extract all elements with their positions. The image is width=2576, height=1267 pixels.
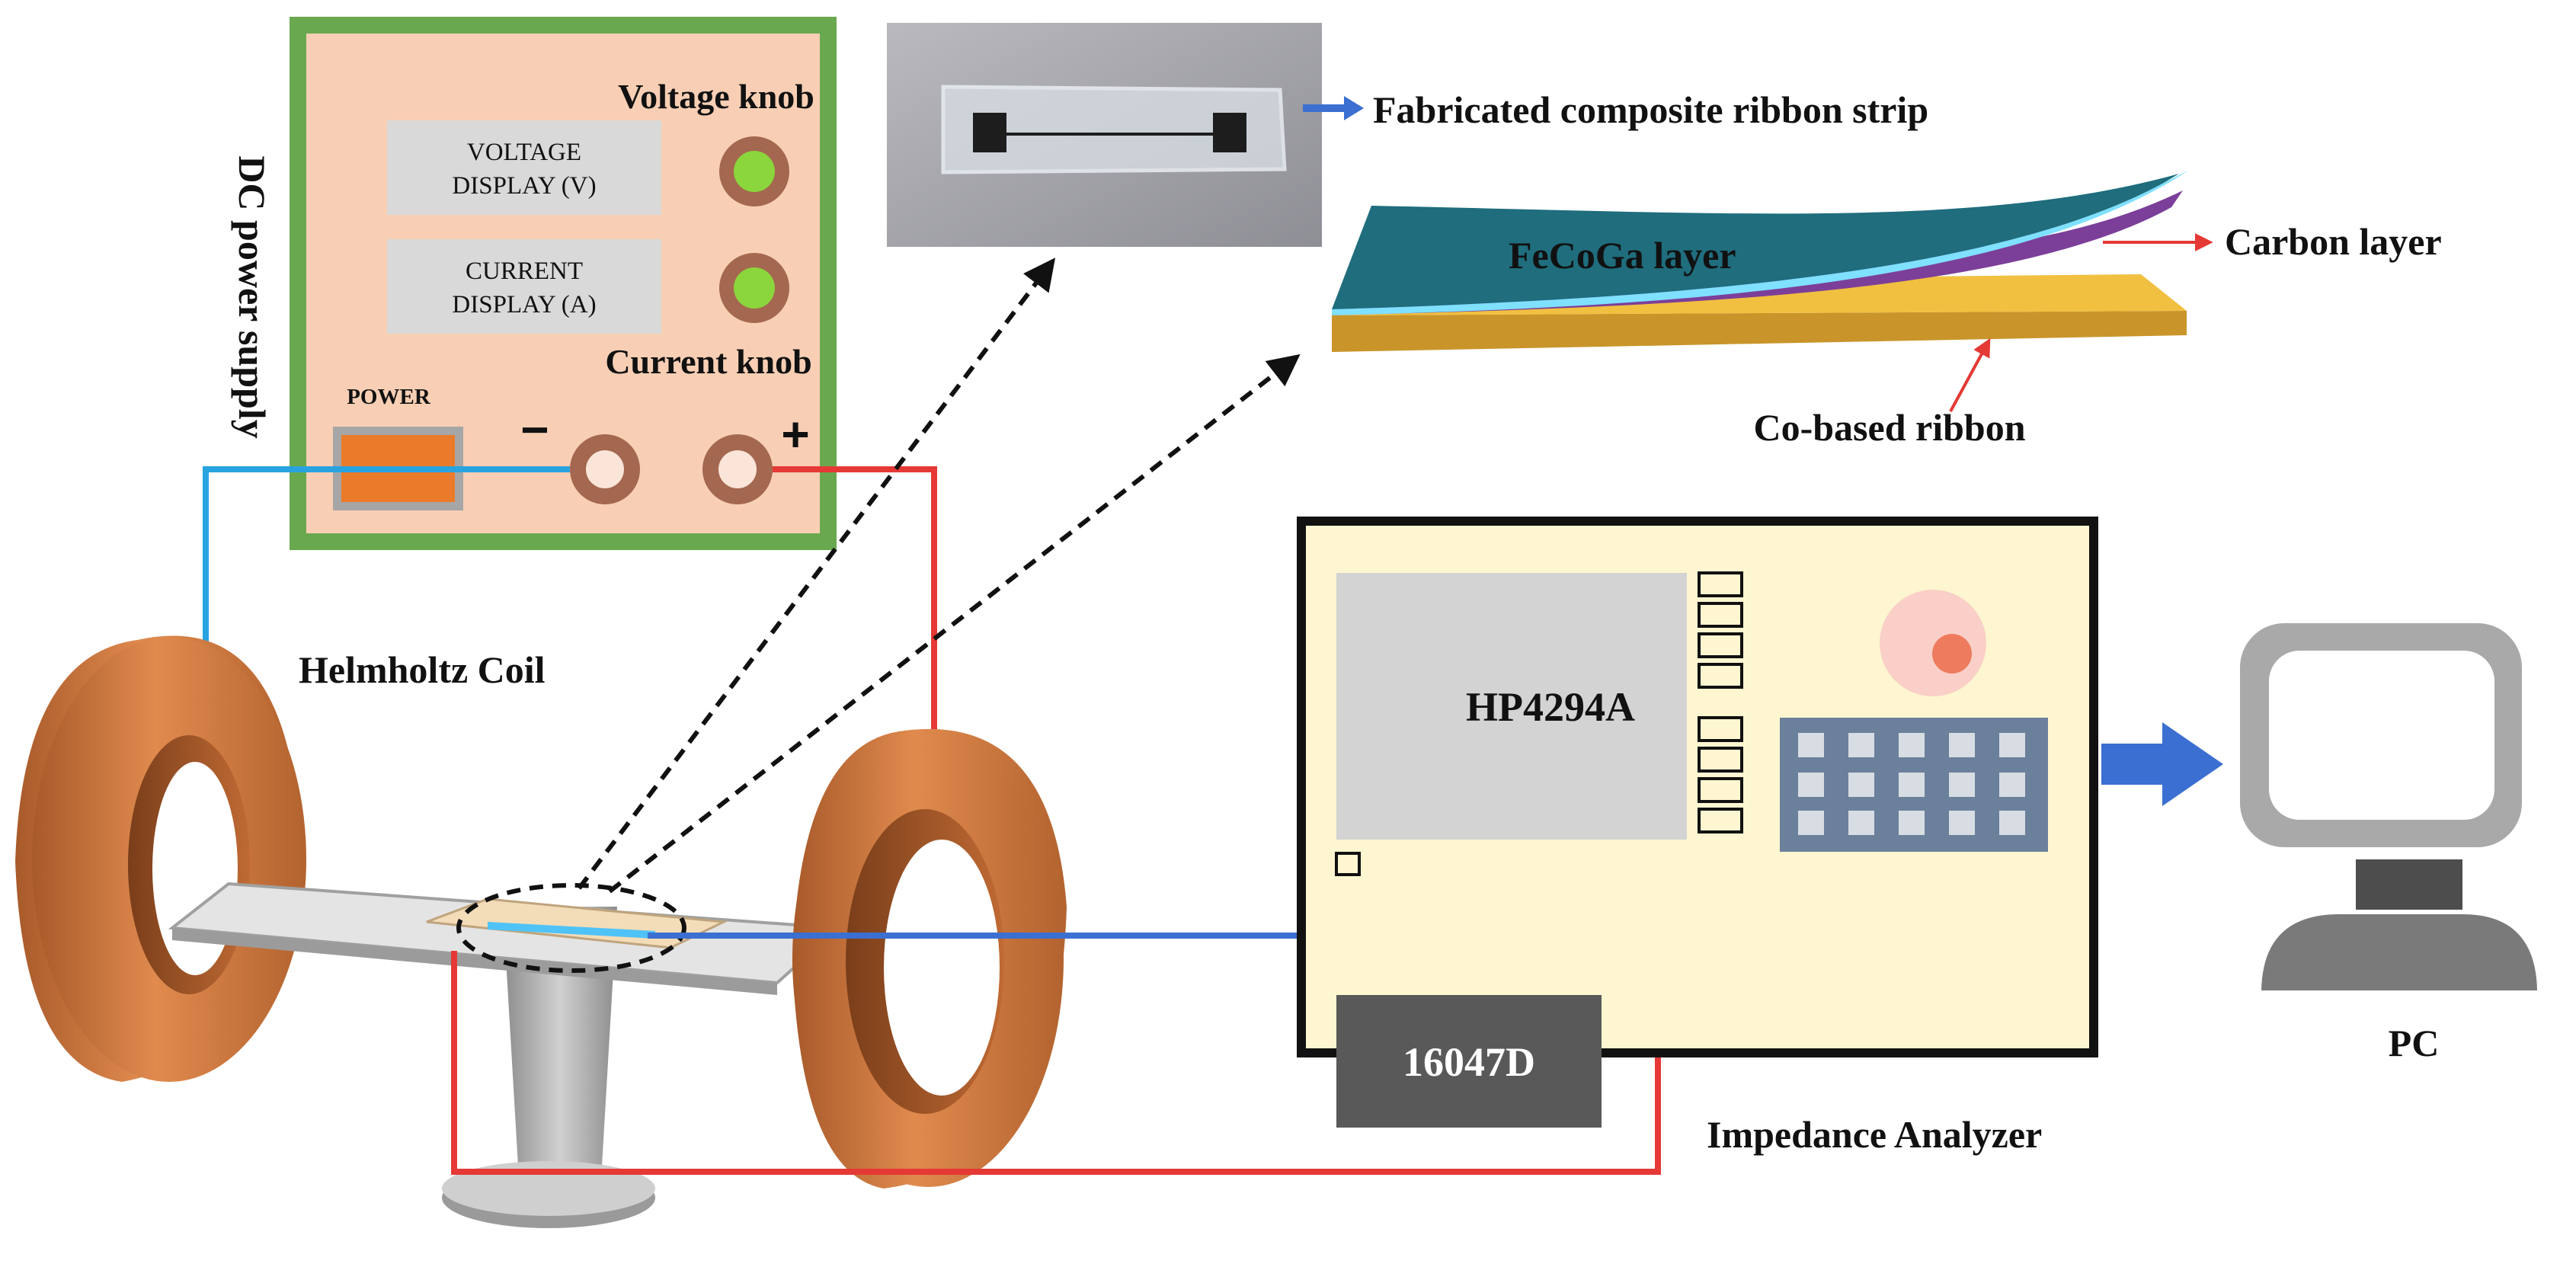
analyzer-title: Impedance Analyzer xyxy=(1707,1113,2042,1156)
analyzer-key xyxy=(1899,733,1925,757)
analyzer-dial xyxy=(1880,590,1986,696)
carbon-layer-label: Carbon layer xyxy=(2225,220,2442,263)
analyzer-key xyxy=(1798,773,1824,797)
photo-callout-arrow xyxy=(577,258,1056,890)
analyzer-dial-center xyxy=(1932,634,1972,673)
left-contact-pad xyxy=(973,113,1006,152)
analyzer-key xyxy=(1848,773,1874,797)
negative-terminal-center xyxy=(586,450,624,488)
analyzer-softkey-1 xyxy=(1698,571,1743,597)
fecoga-layer-shape xyxy=(1332,174,2179,309)
voltage-display-label-2: DISPLAY (V) xyxy=(452,172,596,200)
layer-callout-arrow xyxy=(608,354,1301,894)
analyzer-key xyxy=(1798,733,1824,757)
analyzer-softkey-8 xyxy=(1698,808,1743,833)
photo-label: Fabricated composite ribbon strip xyxy=(1373,88,1928,131)
analyzer-key xyxy=(1999,811,2025,835)
voltage-display xyxy=(387,120,661,215)
analyzer-key xyxy=(1798,811,1824,835)
power-supply-title: DC power supply xyxy=(231,155,274,438)
analyzer-key xyxy=(1999,733,2025,757)
voltage-knob-center xyxy=(734,151,775,192)
analyzer-key xyxy=(1899,773,1925,797)
analyzer-key xyxy=(1949,773,1975,797)
sample-highlight-ellipse xyxy=(456,883,686,973)
fixture-label: 16047D xyxy=(1403,1039,1535,1085)
sample-photo xyxy=(887,23,1322,247)
pc-arrow-shaft xyxy=(2101,744,2165,785)
photo-label-arrow-head xyxy=(1344,96,1364,120)
analyzer-softkey-4 xyxy=(1698,663,1743,689)
analyzer-softkey-2 xyxy=(1698,602,1743,628)
analyzer-small-button xyxy=(1335,852,1361,876)
pc-stand-base xyxy=(2261,914,2537,990)
current-display-label-1: CURRENT xyxy=(466,258,583,285)
analyzer-softkey-6 xyxy=(1698,747,1743,773)
layer-stack xyxy=(1332,171,2188,352)
right-coil xyxy=(792,728,1067,1189)
fixture-16047d xyxy=(1336,995,1602,1128)
current-display xyxy=(387,239,661,334)
stage-platform-edge xyxy=(172,928,777,995)
analyzer-key xyxy=(1848,811,1874,835)
glass-slide xyxy=(941,85,1287,174)
analyzer-keys xyxy=(1798,733,2025,835)
right-coil-opening xyxy=(884,840,1000,1096)
pc-monitor-screen xyxy=(2269,651,2494,820)
current-knob-label: Current knob xyxy=(605,342,811,381)
power-label: POWER xyxy=(347,385,431,409)
ribbon-arrow xyxy=(1949,338,1991,412)
voltage-display-label-1: VOLTAGE xyxy=(467,139,581,166)
voltage-knob-label: Voltage knob xyxy=(618,77,814,116)
analyzer-key xyxy=(1899,811,1925,835)
helmholtz-coil-label: Helmholtz Coil xyxy=(299,648,546,691)
analyzer-key xyxy=(1949,733,1975,757)
pc-arrow-head xyxy=(2162,722,2223,806)
impedance-analyzer: HP4294A 160 xyxy=(1297,517,2098,1128)
analyzer-key xyxy=(1848,733,1874,757)
plus-sign: + xyxy=(781,407,809,462)
sample-ribbon xyxy=(488,922,655,939)
blue-power-wire xyxy=(203,466,570,655)
analyzer-key xyxy=(1999,773,2025,797)
right-contact-pad xyxy=(1213,113,1246,152)
minus-sign: − xyxy=(520,402,549,457)
analyzer-screen xyxy=(1336,573,1687,840)
ribbon-label: Co-based ribbon xyxy=(1753,406,2025,449)
pc-stand-neck xyxy=(2356,859,2462,910)
pc-label: PC xyxy=(2389,1022,2440,1064)
fecoga-edge xyxy=(1332,171,2188,315)
dc-power-supply: VOLTAGE DISPLAY (V) CURRENT DISPLAY (A) … xyxy=(290,17,837,550)
analyzer-key xyxy=(1949,811,1975,835)
analyzer-softkey-5 xyxy=(1698,716,1743,742)
ribbon-front-face xyxy=(1332,311,2187,352)
left-coil xyxy=(15,635,306,1082)
analyzer-softkey-3 xyxy=(1698,632,1743,658)
current-display-label-2: DISPLAY (A) xyxy=(452,291,596,318)
positive-terminal-center xyxy=(718,450,757,488)
analyzer-model: HP4294A xyxy=(1466,684,1635,730)
current-knob-center xyxy=(734,267,775,309)
red-power-wire xyxy=(773,466,937,731)
analyzer-softkey-7 xyxy=(1698,777,1743,803)
fecoga-label: FeCoGa layer xyxy=(1509,234,1736,277)
pc xyxy=(2240,623,2537,990)
